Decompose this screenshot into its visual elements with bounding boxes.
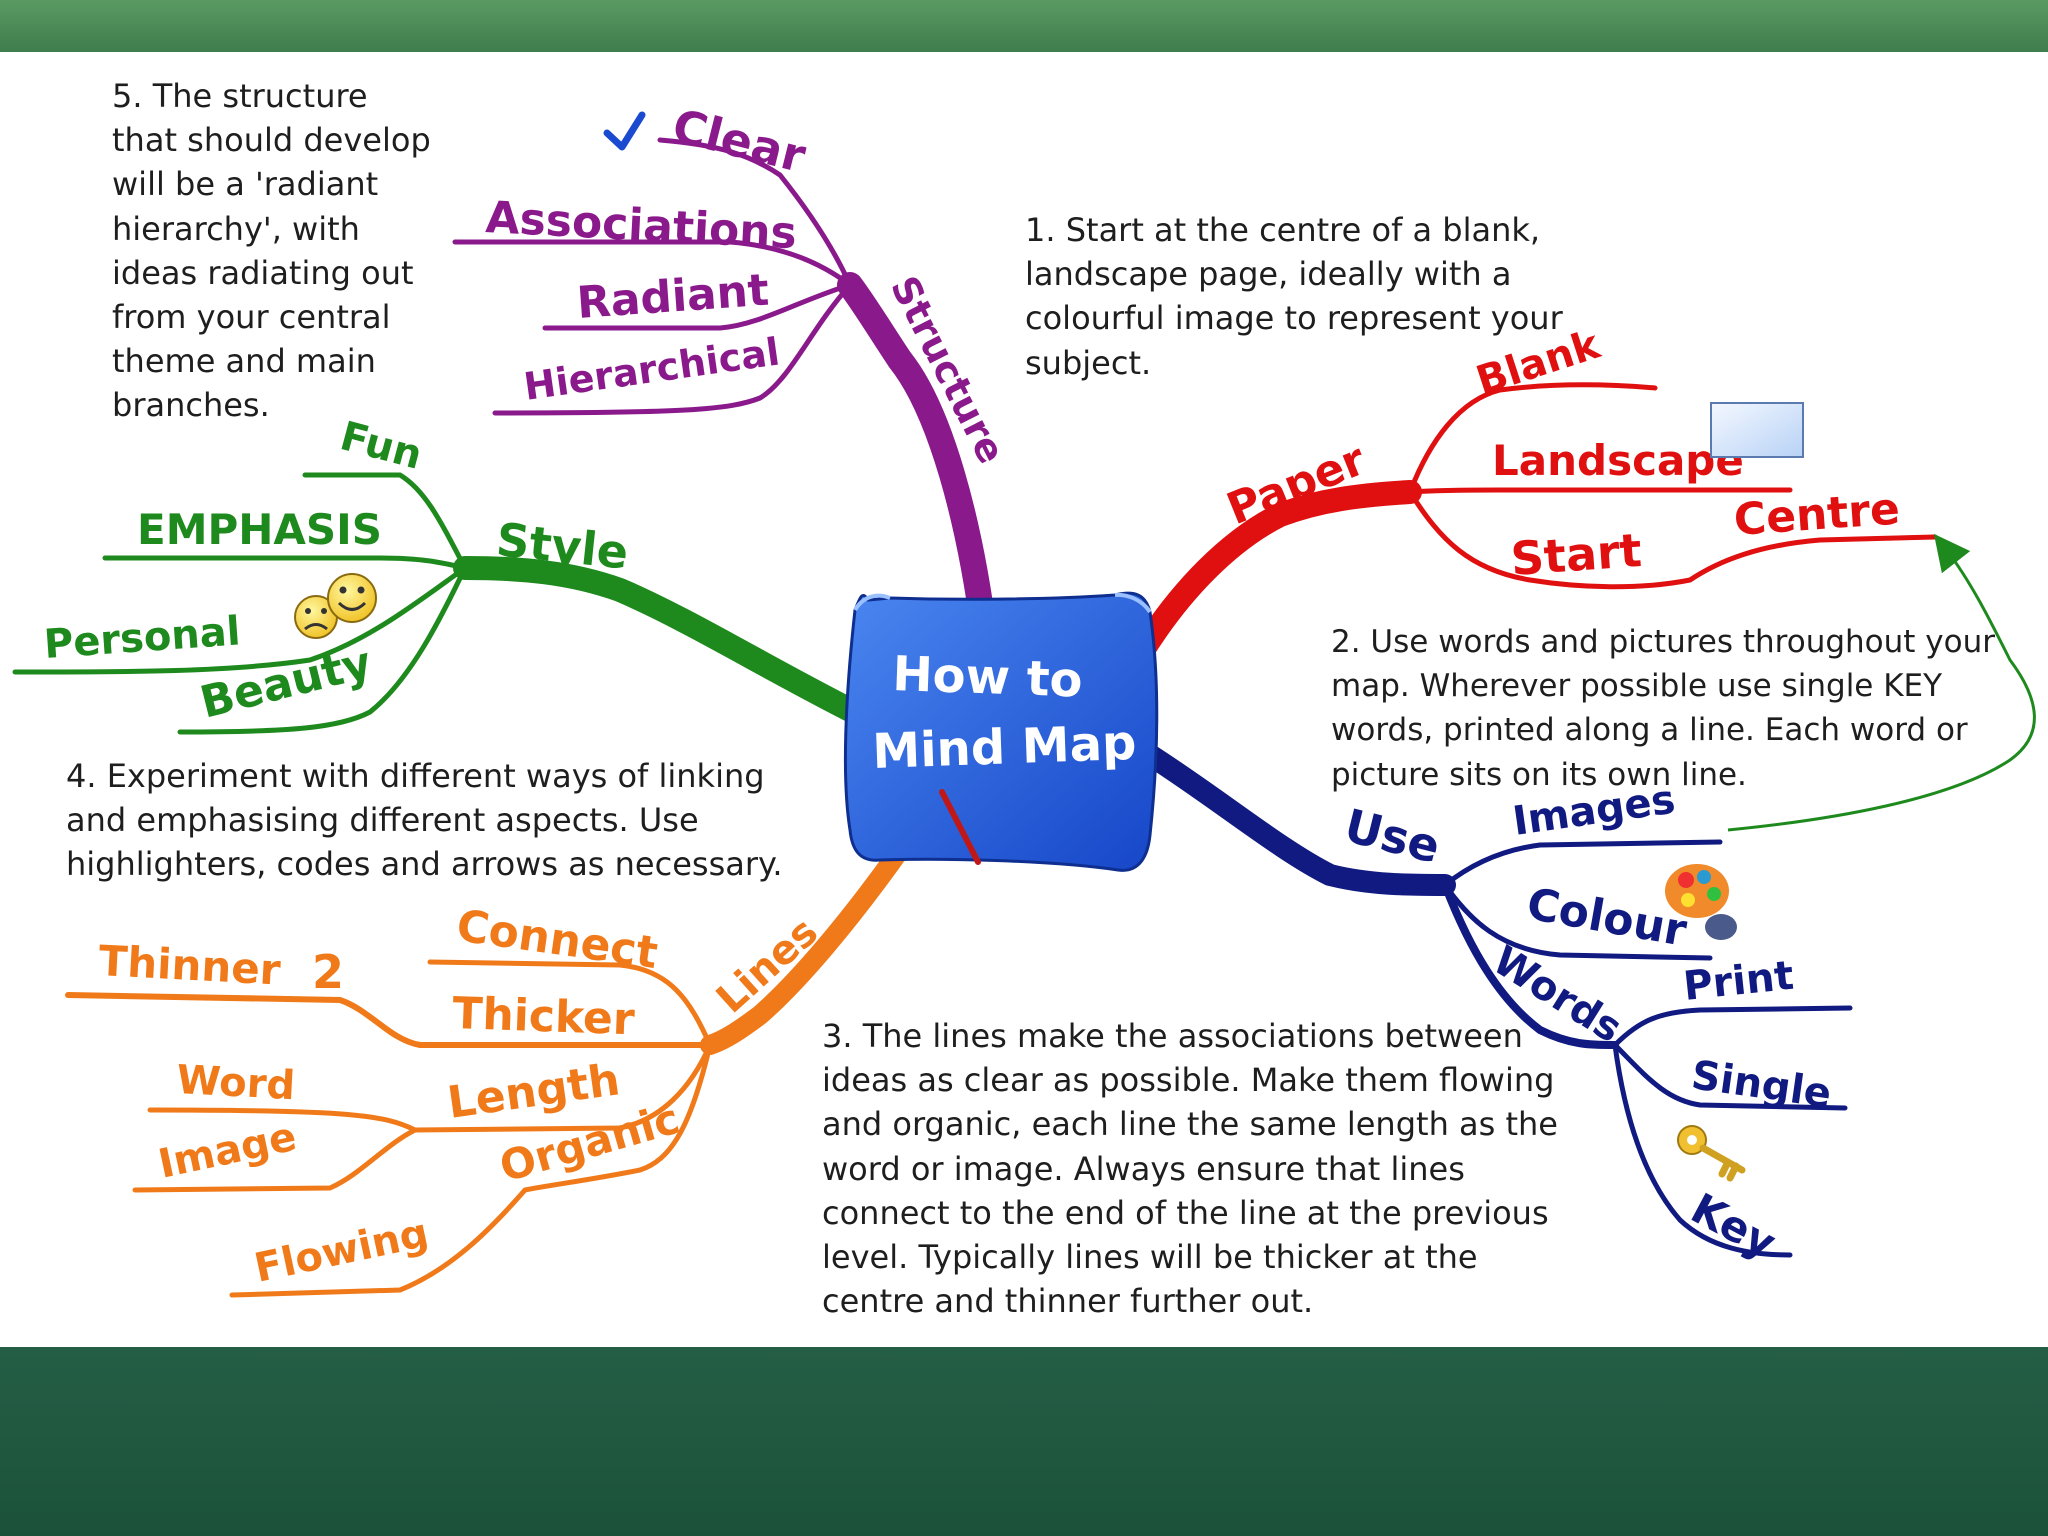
- emphasis-line: [102, 555, 468, 571]
- check-icon: [603, 111, 646, 151]
- use-main-line: [1139, 744, 1456, 896]
- pencil-icon: [939, 789, 981, 865]
- branch-lines-labels: Lines Connect Thicker Thinner 2 Length W…: [97, 900, 826, 1291]
- note-1-line: landscape page, ideally with a: [1025, 255, 1512, 294]
- lines-main-line: [700, 840, 910, 1055]
- branch-use: [1139, 744, 1853, 1258]
- note-5-line: branches.: [112, 386, 270, 425]
- key-line: [1612, 1042, 1793, 1258]
- centre-label: Centre: [1732, 484, 1901, 546]
- note-3-line: ideas as clear as possible. Make them fl…: [822, 1061, 1555, 1100]
- organic-line: [229, 1042, 713, 1298]
- thicker-label: Thicker: [452, 988, 636, 1045]
- note-4-line: and emphasising different aspects. Use: [66, 801, 699, 840]
- print-line: [1612, 1005, 1853, 1048]
- beauty-line: [177, 565, 468, 735]
- words-line: [1441, 881, 1619, 1049]
- branch-lines: [65, 840, 910, 1298]
- note-5-line: from your central: [112, 298, 391, 337]
- branch-style-labels: Style Fun EMPHASIS Personal Beauty: [42, 413, 630, 728]
- hierarchical-label: Hierarchical: [521, 329, 782, 408]
- personal-line: [12, 565, 468, 675]
- thinner-label: Thinner: [97, 936, 282, 994]
- note-3-line: and organic, each line the same length a…: [822, 1105, 1558, 1144]
- style-main-line: [453, 556, 872, 727]
- landscape-line: [1407, 487, 1793, 495]
- note-2-line: map. Wherever possible use single KEY: [1331, 668, 1943, 705]
- note-5-line: ideas radiating out: [112, 253, 414, 292]
- clear-label: Clear: [667, 98, 811, 183]
- note-2-line: 2. Use words and pictures throughout you…: [1331, 624, 1995, 660]
- emphasis-label: EMPHASIS: [137, 505, 382, 554]
- note-3-line: centre and thinner further out.: [822, 1282, 1314, 1321]
- images-line: [1442, 839, 1723, 888]
- structure-sub-line: [844, 279, 906, 366]
- central-title-line1: How to: [892, 646, 1084, 709]
- note-4: 4. Experiment with different ways of lin…: [66, 754, 783, 887]
- blank-line: [1407, 382, 1658, 495]
- note-1-line: subject.: [1025, 343, 1152, 382]
- thinner-2-label: 2: [312, 945, 344, 999]
- start-label: Start: [1509, 523, 1643, 586]
- branch-structure: [452, 137, 998, 653]
- single-line: [1612, 1042, 1848, 1111]
- note-5-line: will be a 'radiant: [112, 165, 379, 204]
- smiley-icon: [327, 573, 377, 623]
- word-label: Word: [175, 1057, 296, 1109]
- key-icon: [1677, 1125, 1746, 1182]
- fun-line: [302, 472, 468, 571]
- use-label: Use: [1339, 798, 1445, 874]
- bottom-band: [0, 1347, 2048, 1536]
- associations-label: Associations: [484, 192, 798, 259]
- hierarchical-line: [492, 282, 853, 416]
- page-icon: [1710, 402, 1804, 458]
- connect-label: Connect: [453, 900, 660, 979]
- note-5-line: theme and main: [112, 342, 376, 381]
- note-3-line: word or image. Always ensure that lines: [822, 1149, 1465, 1188]
- associations-line: [452, 239, 853, 288]
- note-3-line: level. Typically lines will be thicker a…: [822, 1238, 1478, 1277]
- note-4-line: 4. Experiment with different ways of lin…: [66, 757, 765, 795]
- connect-line: [427, 959, 713, 1048]
- image-branch-line: [132, 1127, 418, 1193]
- note-5-line: 5. The structure: [112, 77, 368, 115]
- note-2-line: picture sits on its own line.: [1331, 756, 1747, 793]
- note-5-line: hierarchy', with: [112, 209, 360, 248]
- paper-main-line: [1128, 480, 1422, 667]
- image-label: Image: [155, 1114, 301, 1188]
- note-1-line: 1. Start at the centre of a blank,: [1025, 211, 1541, 249]
- clear-line: [657, 137, 853, 288]
- radiant-label: Radiant: [575, 265, 770, 329]
- note-1: 1. Start at the centre of a blank, lands…: [1025, 208, 1563, 385]
- scroll-icon: How to Mind Map: [843, 591, 1159, 872]
- length-line: [147, 1042, 713, 1133]
- central-title-line2: Mind Map: [871, 715, 1137, 780]
- note-3: 3. The lines make the associations betwe…: [822, 1014, 1558, 1323]
- thicker-line: [65, 992, 713, 1048]
- colour-line: [1442, 882, 1713, 961]
- sad-face-icon: [294, 595, 338, 639]
- landscape-label: Landscape: [1492, 436, 1744, 485]
- note-2: 2. Use words and pictures throughout you…: [1331, 620, 1995, 797]
- top-band: [0, 0, 2048, 52]
- start-line: [1407, 489, 1938, 590]
- personal-label: Personal: [42, 608, 241, 668]
- arrow-icon: [1727, 533, 2036, 832]
- branch-paper: [1128, 382, 1938, 667]
- flowing-label: Flowing: [251, 1210, 433, 1292]
- branch-style: [12, 472, 872, 735]
- print-label: Print: [1681, 953, 1796, 1010]
- note-3-line: connect to the end of the line at the pr…: [822, 1193, 1549, 1232]
- note-2-line: words, printed along a line. Each word o…: [1331, 712, 1968, 749]
- radiant-line: [542, 282, 853, 331]
- note-1-line: colourful image to represent your: [1025, 299, 1563, 338]
- note-4-line: highlighters, codes and arrows as necess…: [66, 845, 783, 884]
- note-5-line: that should develop: [112, 121, 431, 160]
- note-3-line: 3. The lines make the associations betwe…: [822, 1017, 1523, 1055]
- note-5: 5. The structure that should develop wil…: [112, 74, 431, 428]
- palette-icon: [1665, 864, 1737, 940]
